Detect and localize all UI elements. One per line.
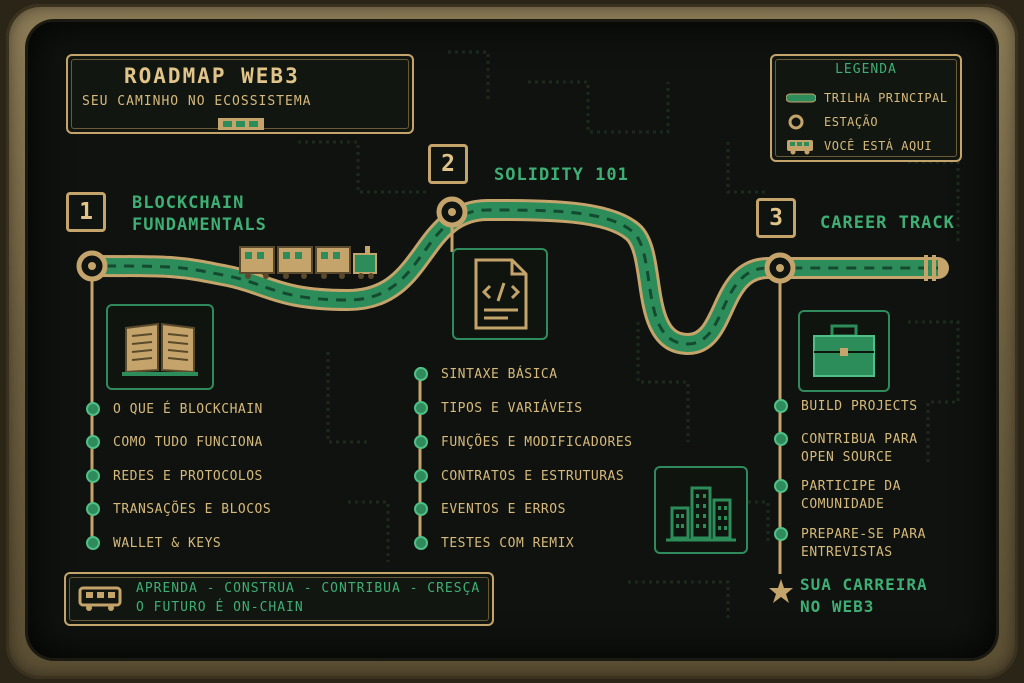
stage-1-title: BLOCKCHAIN FUNDAMENTALS (132, 193, 267, 235)
page-subtitle: SEU CAMINHO NO ECOSSISTEMA (82, 94, 312, 109)
list-item: SINTAXE BÁSICA (414, 366, 558, 384)
list-item: TRANSAÇÕES E BLOCOS (86, 501, 271, 519)
legend-item-station: ESTAÇÃO (786, 112, 878, 132)
bullet-icon (86, 402, 100, 416)
legend-item-train: VOCÊ ESTÁ AQUI (786, 136, 932, 156)
list-item: CONTRIBUA PARA OPEN SOURCE (774, 431, 918, 467)
stage-1-number: 1 (66, 192, 106, 232)
stage-3-number: 3 (756, 198, 796, 238)
bullet-icon (414, 469, 428, 483)
list-item: WALLET & KEYS (86, 535, 221, 553)
page-title: ROADMAP WEB3 (124, 64, 300, 88)
list-item: PREPARE-SE PARA ENTREVISTAS (774, 526, 926, 562)
track-icon (786, 93, 816, 103)
city-icon (666, 486, 736, 542)
title-panel: ROADMAP WEB3 SEU CAMINHO NO ECOSSISTEMA (66, 54, 414, 134)
list-item: REDES E PROTOCOLOS (86, 468, 263, 486)
bullet-icon (86, 502, 100, 516)
station-icon (764, 252, 796, 284)
bullet-icon (414, 401, 428, 415)
list-item: TESTES COM REMIX (414, 535, 574, 553)
stage-1-icon-frame (106, 304, 214, 390)
list-item: O QUE É BLOCKCHAIN (86, 401, 263, 419)
train-icon (239, 246, 377, 279)
bullet-icon (414, 435, 428, 449)
stage-2-number: 2 (428, 144, 468, 184)
footer-slogan: APRENDA - CONSTRUA - CONTRIBUA - CRESÇA (136, 581, 481, 596)
list-item: BUILD PROJECTS (774, 398, 918, 416)
bullet-icon (774, 432, 788, 446)
bullet-icon (414, 536, 428, 550)
footer-panel: APRENDA - CONSTRUA - CONTRIBUA - CRESÇA … (64, 572, 494, 626)
bullet-icon (86, 469, 100, 483)
legend-title: LEGENDA (835, 62, 897, 77)
city-icon-frame (654, 466, 748, 554)
bullet-icon (86, 536, 100, 550)
stage-3-title: CAREER TRACK (820, 213, 955, 233)
bullet-icon (414, 502, 428, 516)
train-icon (787, 140, 813, 155)
bullet-icon (774, 479, 788, 493)
list-item: PARTICIPE DA COMUNIDADE (774, 478, 901, 514)
career-goal: SUA CARREIRA NO WEB3 (800, 575, 928, 616)
station-icon (436, 196, 468, 228)
bullet-icon (774, 527, 788, 541)
list-item: CONTRATOS E ESTRUTURAS (414, 468, 624, 486)
screen: ROADMAP WEB3 SEU CAMINHO NO ECOSSISTEMA … (28, 22, 996, 658)
track-map (76, 50, 960, 622)
station-icon (788, 114, 804, 130)
footer-tagline: O FUTURO É ON-CHAIN (136, 600, 304, 615)
code-file-icon (474, 258, 528, 330)
station-icon (76, 250, 108, 282)
stage-3-icon-frame (798, 310, 890, 392)
list-item: FUNÇÕES E MODIFICADORES (414, 434, 633, 452)
briefcase-icon (813, 324, 875, 377)
star-icon (769, 579, 793, 603)
tram-icon (78, 586, 122, 611)
book-icon (122, 322, 198, 376)
bullet-icon (86, 435, 100, 449)
legend-item-track: TRILHA PRINCIPAL (786, 88, 948, 108)
stage-2-icon-frame (452, 248, 548, 340)
bullet-icon (774, 399, 788, 413)
stage-2-title: SOLIDITY 101 (494, 165, 629, 185)
tram-window-icon (218, 118, 264, 130)
list-item: TIPOS E VARIÁVEIS (414, 400, 583, 418)
list-item: EVENTOS E ERROS (414, 501, 566, 519)
bullet-icon (414, 367, 428, 381)
legend-panel: LEGENDA TRILHA PRINCIPAL ESTAÇÃO VOCÊ ES… (770, 54, 962, 162)
list-item: COMO TUDO FUNCIONA (86, 434, 263, 452)
